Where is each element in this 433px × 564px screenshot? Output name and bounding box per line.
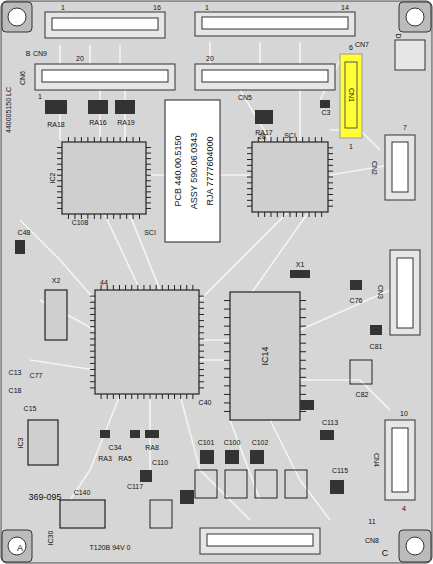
silkscreen-label: RA19 (117, 119, 135, 126)
silkscreen-label: C100 (224, 439, 241, 446)
smd-component (15, 100, 382, 504)
silkscreen-label: CN2 (371, 161, 378, 175)
silkscreen-label: 1 (205, 4, 209, 11)
silkscreen-label: CN5 (238, 94, 252, 101)
silkscreen-label: 1 (38, 93, 42, 100)
silkscreen-label: 28 (258, 133, 266, 140)
silkscreen-label: IC2 (49, 173, 56, 184)
silkscreen-label: 11 (368, 518, 375, 525)
silkscreen-label: RA18 (47, 121, 65, 128)
silkscreen-label: C108 (72, 219, 89, 226)
silkscreen-label: C117 (127, 483, 143, 490)
silkscreen-label: 14 (341, 4, 349, 11)
silkscreen-label: RA8 (145, 444, 159, 451)
silkscreen-label: CN7 (355, 41, 369, 48)
silkscreen-label: CN8 (365, 537, 379, 544)
silkscreen-label: CN9 (33, 50, 47, 57)
silkscreen-label: RA3 (98, 455, 112, 462)
silkscreen-label: 1 (349, 143, 353, 150)
silkscreen-label: X1 (296, 261, 305, 268)
silkscreen-label: PCB 440.00.5150 (174, 134, 183, 207)
silkscreen-label: IC3 (17, 438, 24, 449)
silkscreen-label: C76 (350, 297, 363, 304)
silkscreen-label: C18 (9, 387, 22, 394)
silkscreen-label: C34 (109, 444, 122, 451)
silkscreen-label: C48 (18, 229, 31, 236)
silkscreen-label: 44 (100, 279, 108, 286)
silkscreen-label: RJA 7777604000 (206, 135, 215, 206)
silkscreen-label: SCI (284, 132, 296, 139)
silkscreen-label: CN1 (348, 88, 355, 102)
silkscreen-label: C (382, 549, 389, 558)
silkscreen-label: IC30 (47, 531, 54, 546)
silkscreen-label: X2 (52, 277, 61, 284)
silkscreen-label: C140 (74, 489, 91, 496)
silkscreen-label: 20 (206, 55, 214, 62)
silkscreen-label: RA16 (89, 119, 107, 126)
silkscreen-label: C113 (322, 419, 338, 426)
silkscreen-label: CN4 (373, 453, 380, 467)
silkscreen-label: 440005150 LC (5, 87, 12, 133)
silkscreen-label: 7 (403, 124, 407, 131)
capacitor-outline (150, 360, 372, 528)
silkscreen-label: 6 (349, 44, 353, 51)
silkscreen-label: CN3 (377, 285, 384, 299)
silkscreen-label: C13 (9, 369, 22, 376)
silkscreen-label: D (395, 33, 402, 38)
silkscreen-label: T120B 94V 0 (90, 544, 131, 551)
silkscreen-label: C40 (199, 399, 212, 406)
silkscreen-label: RA5 (118, 455, 132, 462)
silkscreen-label: CN6 (19, 71, 26, 85)
silkscreen-label: 1 (61, 4, 65, 11)
silkscreen-label: C115 (332, 467, 348, 474)
silkscreen-label: ASSY 590.06.0343 (190, 132, 199, 210)
silkscreen-label: C3 (322, 109, 331, 116)
silkscreen-label: C82 (356, 391, 369, 398)
silkscreen-label: C81 (370, 343, 383, 350)
silkscreen-label: C15 (24, 405, 37, 412)
silkscreen-label: IC14 (261, 346, 270, 365)
silkscreen-label: C101 (198, 439, 215, 446)
silkscreen-label: C102 (252, 439, 269, 446)
silkscreen-label: 20 (76, 55, 84, 62)
connector-header (345, 62, 357, 128)
silkscreen-label: A (17, 544, 23, 553)
label-area (165, 100, 220, 242)
silkscreen-label: C77 (30, 372, 43, 379)
cn1-highlight (340, 54, 362, 138)
silkscreen-label: 10 (400, 410, 408, 417)
silkscreen-label: B (26, 50, 31, 57)
copper-traces (20, 42, 390, 520)
silkscreen-label: SCI (144, 229, 156, 236)
silkscreen-label: 4 (402, 505, 406, 512)
silkscreen-label: 16 (153, 4, 161, 11)
silkscreen-label: C110 (152, 459, 168, 466)
connector-header (35, 12, 425, 554)
silkscreen-label: 369-095 (28, 493, 61, 502)
